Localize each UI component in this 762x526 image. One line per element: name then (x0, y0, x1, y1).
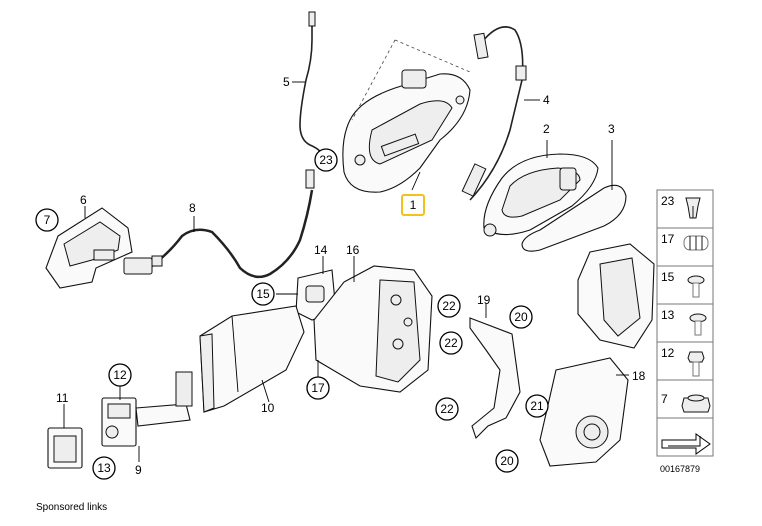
svg-text:13: 13 (97, 461, 111, 475)
diagram-code: 00167879 (660, 464, 700, 474)
clip-icon (685, 197, 701, 219)
legend-item-15[interactable]: 15 (656, 265, 714, 305)
callout-23[interactable]: 23 (314, 148, 338, 172)
callout-20a[interactable]: 20 (509, 305, 533, 329)
callout-13[interactable]: 13 (92, 456, 116, 480)
callout-20b[interactable]: 20 (495, 449, 519, 473)
label-6[interactable]: 6 (80, 193, 87, 207)
leader-lines (63, 81, 629, 462)
part-5-cable (299, 11, 325, 159)
legend-item-13[interactable]: 13 (656, 303, 714, 343)
label-19[interactable]: 19 (477, 293, 491, 307)
svg-text:13: 13 (661, 308, 675, 322)
svg-text:21: 21 (530, 399, 544, 413)
svg-text:1: 1 (410, 198, 417, 212)
svg-text:22: 22 (442, 299, 456, 313)
callout-17[interactable]: 17 (306, 376, 330, 400)
part-16-lock-housing (313, 265, 433, 393)
callout-7[interactable]: 7 (35, 208, 59, 232)
svg-text:20: 20 (500, 454, 514, 468)
legend-item-12[interactable]: 12 (656, 341, 714, 381)
label-18[interactable]: 18 (632, 369, 646, 383)
svg-text:20: 20 (514, 310, 528, 324)
svg-text:7: 7 (44, 213, 51, 227)
arrow-icon (661, 433, 711, 455)
part-1-handle-carrier (342, 69, 471, 193)
part-11-bracket (47, 427, 83, 469)
torx-screw-icon (689, 313, 707, 336)
label-4[interactable]: 4 (543, 93, 550, 107)
svg-text:23: 23 (661, 194, 675, 208)
fastener-legend: 23 17 15 13 (656, 189, 714, 474)
part-10-channel (199, 305, 305, 413)
callout-22c[interactable]: 22 (435, 397, 459, 421)
part-18-actuator (539, 243, 655, 467)
svg-text:12: 12 (113, 368, 127, 382)
svg-text:12: 12 (661, 346, 675, 360)
svg-text:15: 15 (256, 287, 270, 301)
legend-item-arrow (656, 417, 714, 457)
callout-12[interactable]: 12 (108, 363, 132, 387)
label-9[interactable]: 9 (135, 463, 142, 477)
part-6-cover (45, 207, 133, 289)
hex-nut-icon (681, 394, 711, 413)
legend-item-7[interactable]: 7 (656, 379, 714, 419)
svg-text:7: 7 (661, 392, 668, 406)
part-3-door-handle (521, 184, 627, 252)
screw-icon (687, 275, 705, 298)
label-8[interactable]: 8 (189, 201, 196, 215)
svg-text:22: 22 (440, 402, 454, 416)
legend-item-17[interactable]: 17 (656, 227, 714, 267)
part-8-wiring (123, 169, 315, 279)
callout-22a[interactable]: 22 (437, 294, 461, 318)
svg-text:23: 23 (319, 153, 333, 167)
svg-text:15: 15 (661, 270, 675, 284)
label-16[interactable]: 16 (346, 243, 360, 257)
legend-item-23[interactable]: 23 (656, 189, 714, 229)
svg-text:17: 17 (311, 381, 325, 395)
callout-15[interactable]: 15 (251, 282, 275, 306)
part-9-door-check (101, 371, 193, 447)
sponsored-links-text[interactable]: Sponsored links (36, 502, 108, 513)
label-14[interactable]: 14 (314, 243, 328, 257)
svg-text:17: 17 (661, 232, 675, 246)
label-3[interactable]: 3 (608, 122, 615, 136)
callout-21[interactable]: 21 (525, 394, 549, 418)
label-10[interactable]: 10 (261, 401, 275, 415)
callout-1-highlight[interactable]: 1 (401, 194, 425, 216)
callout-22b[interactable]: 22 (439, 331, 463, 355)
label-2[interactable]: 2 (543, 122, 550, 136)
hex-bolt-icon (687, 351, 705, 377)
label-11[interactable]: 11 (56, 391, 69, 405)
label-5[interactable]: 5 (283, 75, 290, 89)
part-4-cable (461, 26, 527, 201)
part-19-bracket (469, 317, 521, 440)
part-2-bezel (483, 153, 599, 237)
svg-text:22: 22 (444, 336, 458, 350)
grommet-icon (683, 235, 709, 251)
